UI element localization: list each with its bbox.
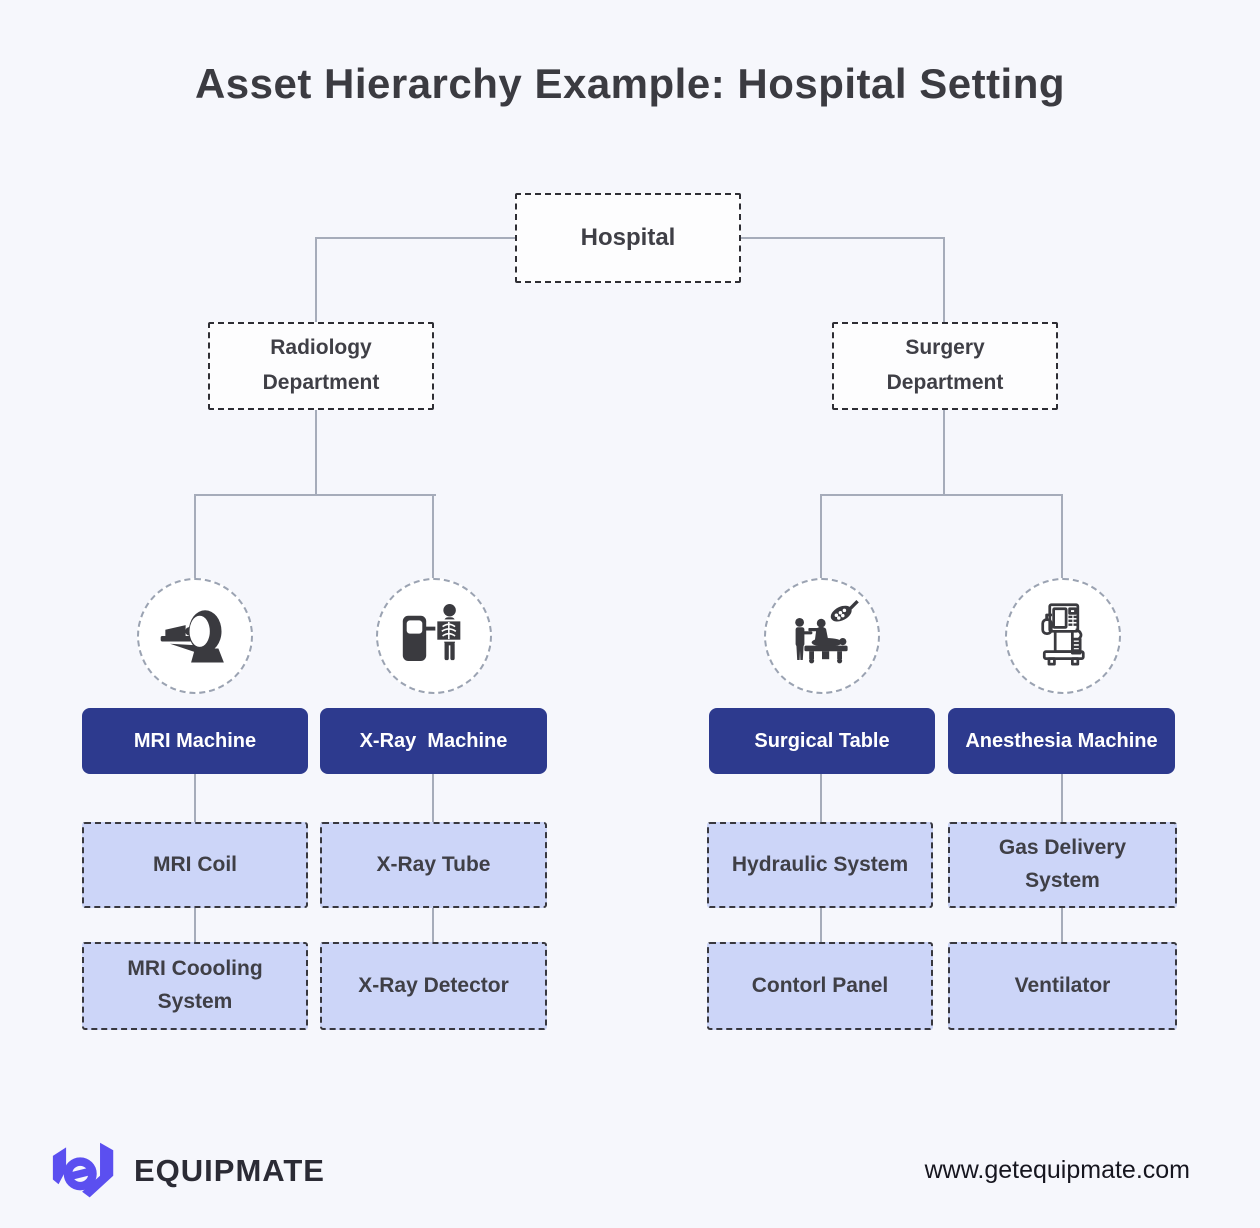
anesthesia-machine-icon (1041, 603, 1085, 666)
surgical-table-icon (795, 600, 859, 664)
connector-line (820, 494, 1063, 496)
node-hospital-label: Hospital (580, 224, 676, 251)
node-radiology-department: Radiology Department (208, 322, 434, 410)
connector-line (194, 494, 436, 496)
node-surgical-table: Surgical Table (709, 708, 935, 774)
node-mri-machine: MRI Machine (82, 708, 308, 774)
page-title: Asset Hierarchy Example: Hospital Settin… (194, 60, 1066, 107)
surgical-table-icon-circle (764, 578, 880, 694)
sub-label: Hydraulic System (731, 852, 909, 876)
asset-label: X-Ray Machine (359, 729, 508, 752)
mri-scanner-icon (160, 610, 224, 663)
connector-line (315, 237, 317, 323)
sub-label: MRI Coil (153, 852, 237, 876)
node-xray-detector: X-Ray Detector (320, 942, 547, 1030)
connector-line (820, 494, 822, 579)
node-hydraulic-system: Hydraulic System (707, 822, 933, 908)
asset-label: Surgical Table (754, 729, 890, 752)
sub-label: X-Ray Detector (358, 973, 509, 997)
connector-line (194, 494, 196, 579)
sub-label: Contorl Panel (751, 973, 889, 997)
connector-line (943, 410, 945, 496)
connector-line (432, 908, 434, 942)
xray-icon-circle (376, 578, 492, 694)
xray-machine-icon (402, 604, 463, 661)
sub-label: Gas Delivery System (998, 836, 1127, 892)
connector-line (432, 774, 434, 822)
sub-label: MRI Coooling System (127, 957, 263, 1013)
dept-label-line: Department (886, 371, 1004, 394)
connector-line (194, 908, 196, 942)
dept-label-line: Radiology (270, 336, 372, 360)
connector-line (741, 237, 945, 239)
asset-label: Anesthesia Machine (965, 729, 1158, 752)
connector-line (315, 410, 317, 496)
node-mri-cooling-system: MRI Coooling System (82, 942, 308, 1030)
node-anesthesia-machine: Anesthesia Machine (948, 708, 1175, 774)
node-mri-coil: MRI Coil (82, 822, 308, 908)
connector-line (1061, 908, 1063, 942)
connector-line (943, 237, 945, 323)
node-ventilator: Ventilator (948, 942, 1177, 1030)
node-surgery-department: Surgery Department (832, 322, 1058, 410)
sub-label: Ventilator (1014, 973, 1111, 997)
connector-line (820, 908, 822, 942)
dept-label-line: Department (262, 371, 380, 394)
node-xray-tube: X-Ray Tube (320, 822, 547, 908)
sub-label: X-Ray Tube (376, 852, 491, 876)
connector-line (1061, 774, 1063, 822)
node-gas-delivery-system: Gas Delivery System (948, 822, 1177, 908)
dept-label-line: Surgery (905, 336, 985, 360)
website-url: www.getequipmate.com (924, 1156, 1190, 1184)
connector-line (194, 774, 196, 822)
mri-icon-circle (137, 578, 253, 694)
node-xray-machine: X-Ray Machine (320, 708, 547, 774)
node-control-panel: Contorl Panel (707, 942, 933, 1030)
anesthesia-icon-circle (1005, 578, 1121, 694)
brand-lockup: EQUIPMATE (48, 1138, 325, 1204)
connector-line (315, 237, 517, 239)
connector-line (432, 494, 434, 579)
equipmate-logo-icon (52, 1142, 114, 1198)
connector-line (820, 774, 822, 822)
asset-label: MRI Machine (133, 729, 257, 752)
brand-name: EQUIPMATE (134, 1153, 325, 1188)
connector-line (1061, 494, 1063, 579)
node-hospital: Hospital (515, 193, 741, 283)
